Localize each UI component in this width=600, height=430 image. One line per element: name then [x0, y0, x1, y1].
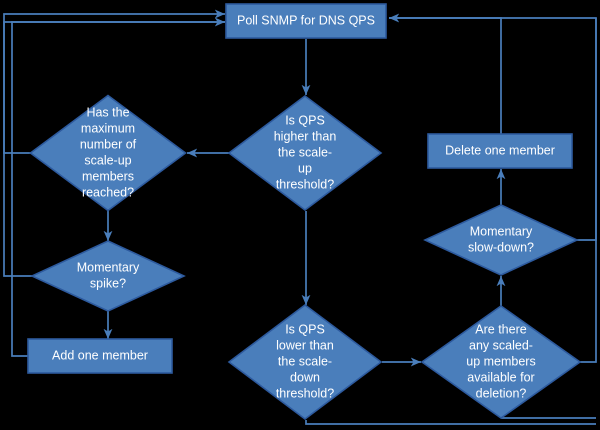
add-member-label-line: Add one member	[52, 348, 148, 362]
momentary-slowdown-shape	[423, 204, 579, 276]
connector-scaled-up-available-to-poll	[580, 18, 597, 363]
add-member-shape	[27, 338, 173, 374]
momentary-spike-label-line: Momentary	[77, 260, 140, 274]
scaled-up-available-label-line: up members	[466, 354, 535, 368]
poll-label-line: Poll SNMP for DNS QPS	[237, 13, 375, 27]
qps-lower-label-line: Is QPS	[285, 322, 325, 336]
node-scaled-up-available[interactable]: Are there any scaled-up members available …	[420, 305, 582, 419]
node-layer: Poll SNMP for DNS QPS Has the maximum numbe…	[27, 3, 582, 420]
qps-higher-label-line: Is QPS	[285, 113, 325, 127]
scaled-up-available-label-line: available for	[467, 370, 534, 384]
connector-qps-lower-to-poll	[305, 420, 596, 425]
qps-higher-label-line: threshold?	[276, 177, 334, 191]
scaled-up-available-label-line: any scaled-	[469, 338, 533, 352]
max-members-label-line: maximum	[81, 121, 135, 135]
qps-higher-label-line: the scale-	[278, 145, 332, 159]
node-max-members[interactable]: Has the maximum number of scale-up members re…	[29, 94, 187, 212]
max-members-label-line: Has the	[86, 105, 129, 119]
qps-higher-label-line: higher than	[274, 129, 337, 143]
momentary-spike-label-line: spike?	[90, 276, 126, 290]
qps-lower-label-line: lower than	[276, 338, 334, 352]
node-momentary-spike[interactable]: Momentary spike?	[30, 240, 186, 312]
delete-member-label-line: Delete one member	[445, 143, 555, 157]
max-members-label-line: members	[82, 169, 134, 183]
node-qps-lower[interactable]: Is QPS lower than the scale-down threshold?	[227, 304, 383, 420]
qps-lower-shape	[227, 304, 383, 420]
delete-member-shape	[427, 133, 573, 169]
node-poll[interactable]: Poll SNMP for DNS QPS	[225, 3, 387, 39]
qps-higher-shape	[227, 95, 383, 211]
scaled-up-available-label-line: Are there	[475, 322, 526, 336]
qps-lower-label-line: the scale-	[278, 354, 332, 368]
node-qps-higher[interactable]: Is QPS higher than the scale-up threshold?	[227, 95, 383, 211]
scaled-up-available-label-line: deletion?	[476, 386, 527, 400]
qps-lower-label-line: threshold?	[276, 386, 334, 400]
max-members-label-line: scale-up	[84, 153, 131, 167]
momentary-slowdown-label-line: Momentary	[470, 224, 533, 238]
scaled-up-available-shape	[420, 305, 582, 419]
max-members-label-line: reached?	[82, 185, 134, 199]
connector-layer	[3, 9, 597, 425]
momentary-slowdown-label-line: slow-down?	[468, 240, 534, 254]
node-momentary-slowdown[interactable]: Momentary slow-down?	[423, 204, 579, 276]
momentary-spike-shape	[30, 240, 186, 312]
node-add-member[interactable]: Add one member	[27, 338, 173, 374]
node-delete-member[interactable]: Delete one member	[427, 133, 573, 169]
max-members-label-line: number of	[80, 137, 137, 151]
qps-lower-label-line: down	[290, 370, 320, 384]
qps-higher-label-line: up	[298, 161, 312, 175]
connector-momentary-slowdown-to-poll	[389, 17, 597, 241]
connector-add-member-to-poll	[11, 21, 225, 357]
max-members-shape	[29, 94, 187, 212]
poll-shape	[225, 3, 387, 39]
connector-delete-member-to-poll	[389, 13, 502, 134]
